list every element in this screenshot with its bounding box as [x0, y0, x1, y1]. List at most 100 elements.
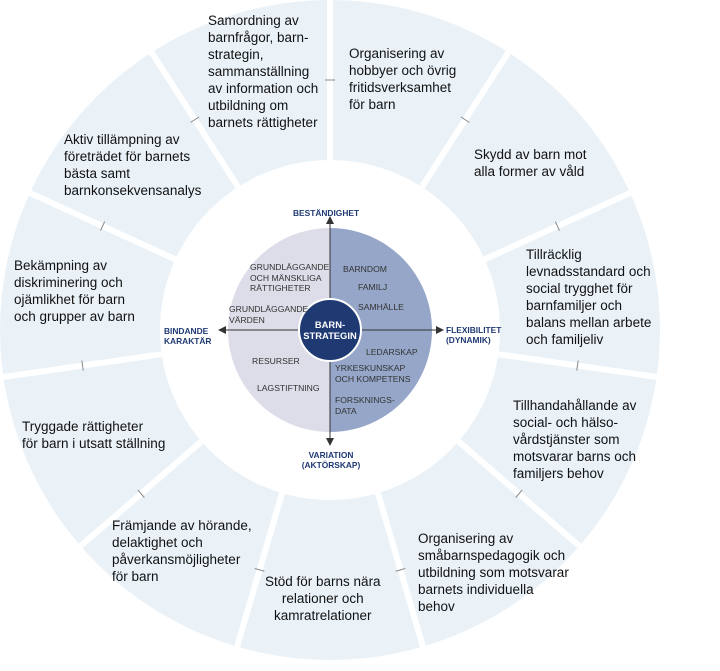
- inner-label-resurser: RESURSER: [252, 356, 300, 366]
- segment-tick: [100, 221, 106, 231]
- segment-vulnerable: Tryggade rättigheter för barn i utsatt s…: [22, 418, 165, 452]
- segment-tick: [137, 489, 145, 498]
- inner-label-ledarskap: LEDARSKAP: [366, 347, 418, 357]
- segment-vulnerable-line2: för barn i utsatt ställning: [22, 436, 166, 451]
- segment-discrimination-line4: och grupper av barn: [14, 309, 135, 324]
- segment-early-education-line3: utbildning som motsvarar: [418, 565, 569, 580]
- inner-label-samhalle: SAMHÄLLE: [358, 302, 404, 312]
- segment-discrimination-line2: diskriminering och: [14, 275, 123, 290]
- segment-tick: [515, 489, 523, 498]
- segment-living-standard: Tillräcklig levnadsstandard och social t…: [526, 246, 651, 348]
- segment-violence-line2: alla former av våld: [474, 164, 585, 179]
- segment-participation-line2: delaktighet och: [112, 535, 203, 550]
- segment-tick: [460, 116, 470, 123]
- segment-tick: [554, 221, 560, 231]
- segment-participation-line3: påverkansmöjligheter: [112, 552, 241, 567]
- segment-coordination-line3: strategin,: [208, 47, 264, 62]
- segment-hobbies-line2: hobbyer och övrig: [349, 63, 457, 78]
- segment-gap: [26, 189, 177, 263]
- segment-gap: [147, 49, 241, 189]
- segment-tick: [81, 360, 84, 371]
- inner-label-rights: GRUNDLÄGGANDE OCH MÄNSKLIGA RÄTTIGHETER: [250, 262, 329, 294]
- segment-tick: [190, 116, 200, 123]
- segment-early-education: Organisering av småbarnspedagogik och ut…: [418, 530, 569, 615]
- center-circle: [298, 298, 362, 362]
- segment-living-standard-line6: och familjeliv: [526, 332, 604, 347]
- segment-living-standard-line3: social trygghet för: [526, 281, 633, 296]
- segment-health-services-line3: vårdstjänster som: [513, 432, 620, 447]
- segment-violence: Skydd av barn mot alla former av våld: [474, 146, 587, 180]
- segment-discrimination-line1: Bekämpning av: [14, 258, 108, 273]
- segment-living-standard-line1: Tillräcklig: [526, 247, 582, 262]
- segment-vulnerable-line1: Tryggade rättigheter: [22, 419, 144, 434]
- segment-coordination-line7: barnets rättigheter: [208, 115, 318, 130]
- segment-living-standard-line5: balans mellan arbete: [526, 315, 652, 330]
- segment-hobbies: Organisering av hobbyer och övrig fritid…: [349, 45, 456, 113]
- axis-label-left-line1: BINDANDE: [164, 326, 209, 336]
- segment-coordination-line1: Samordning av: [208, 13, 299, 28]
- segment-gap: [233, 492, 285, 650]
- segment-gap: [77, 439, 204, 550]
- inner-label-yrkes-line1: YRKESKUNSKAP: [335, 363, 406, 373]
- axis-label-right-line1: FLEXIBILITET: [446, 325, 502, 335]
- segment-violence-line1: Skydd av barn mot: [474, 147, 587, 162]
- center-label: BARN- STRATEGIN: [296, 319, 364, 341]
- segment-coordination-line5: av information och: [208, 81, 319, 96]
- segment-health-services-line1: Tillhandahållande av: [513, 398, 637, 413]
- inner-label-forskning-line2: DATA: [335, 405, 357, 416]
- segment-tick: [395, 567, 406, 572]
- segment-relations-line3: kamratrelationer: [274, 608, 372, 623]
- segment-hobbies-line4: för barn: [349, 97, 396, 112]
- segment-gap: [419, 49, 513, 189]
- inner-label-familj: FAMILJ: [358, 282, 388, 292]
- segment-gap: [0, 351, 163, 381]
- segment-coordination-line4: sammanställning: [208, 64, 310, 79]
- segment-early-education-line5: behov: [418, 599, 455, 614]
- segment-living-standard-line2: levnadsstandard och: [526, 264, 651, 279]
- segment-health-services-line5: familjers behov: [513, 466, 604, 481]
- axis-label-right-line2: (DYNAMIK): [446, 335, 491, 345]
- segment-gap: [456, 439, 583, 550]
- axis-label-bottom: VARIATION (AKTÖRSKAP): [296, 450, 366, 470]
- axis-label-bottom-line2: (AKTÖRSKAP): [301, 460, 361, 470]
- segment-best-interest-line4: barnkonsekvensanalys: [64, 183, 202, 198]
- segment-health-services: Tillhandahållande av social- och hälso- …: [513, 397, 636, 482]
- segment-best-interest: Aktiv tillämpning av företrädet för barn…: [64, 131, 201, 199]
- axis-label-left-line2: KARAKTÄR: [164, 336, 212, 346]
- inner-label-lagstiftning: LAGSTIFTNING: [257, 383, 320, 393]
- segment-coordination-line2: barnfrågor, barn-: [208, 30, 309, 45]
- segment-early-education-line2: småbarnspedagogik och: [418, 548, 566, 563]
- inner-label-rights-line1: GRUNDLÄGGANDE: [250, 262, 330, 272]
- segment-separators: [0, 0, 660, 650]
- inner-label-barndom: BARNDOM: [343, 264, 387, 274]
- axis-label-left: BINDANDE KARAKTÄR: [164, 326, 211, 346]
- segment-discrimination: Bekämpning av diskriminering och ojämlik…: [14, 257, 135, 325]
- axis-label-top: BESTÄNDIGHET: [293, 208, 360, 218]
- segment-best-interest-line3: bästa samt: [64, 166, 131, 181]
- segment-gap: [375, 492, 427, 650]
- segment-gap: [483, 189, 634, 263]
- segment-best-interest-line1: Aktiv tillämpning av: [64, 132, 180, 147]
- segment-participation: Främjande av hörande, delaktighet och på…: [112, 517, 252, 585]
- segment-relations-line1: Stöd för barns nära: [265, 574, 381, 589]
- center-label-line2: STRATEGIN: [303, 330, 357, 341]
- segment-early-education-line1: Organisering av: [418, 531, 514, 546]
- segment-best-interest-line2: företrädet för barnets: [64, 149, 191, 164]
- segment-health-services-line4: motsvarar barns och: [513, 449, 637, 464]
- center-label-line1: BARN-: [314, 319, 346, 330]
- segment-tick: [254, 567, 265, 572]
- segment-living-standard-line4: barnfamiljer och: [526, 298, 623, 313]
- segment-participation-line4: för barn: [112, 569, 159, 584]
- segment-gap: [497, 351, 660, 381]
- inner-label-values: GRUNDLÄGGANDE VÄRDEN: [229, 304, 308, 325]
- inner-label-forskning-line1: FORSKNINGS-: [335, 395, 395, 405]
- inner-label-yrkes-line2: OCH KOMPETENS: [335, 373, 411, 384]
- segment-relations: Stöd för barns nära relationer och kamra…: [265, 573, 381, 624]
- inner-label-values-line1: GRUNDLÄGGANDE: [229, 304, 309, 314]
- inner-label-rights-line2: OCH MÄNSKLIGA: [250, 272, 322, 283]
- segment-relations-line2: relationer och: [281, 591, 364, 606]
- inner-label-rights-line3: RÄTTIGHETER: [250, 283, 311, 293]
- inner-label-yrkes: YRKESKUNSKAP OCH KOMPETENS: [335, 363, 410, 384]
